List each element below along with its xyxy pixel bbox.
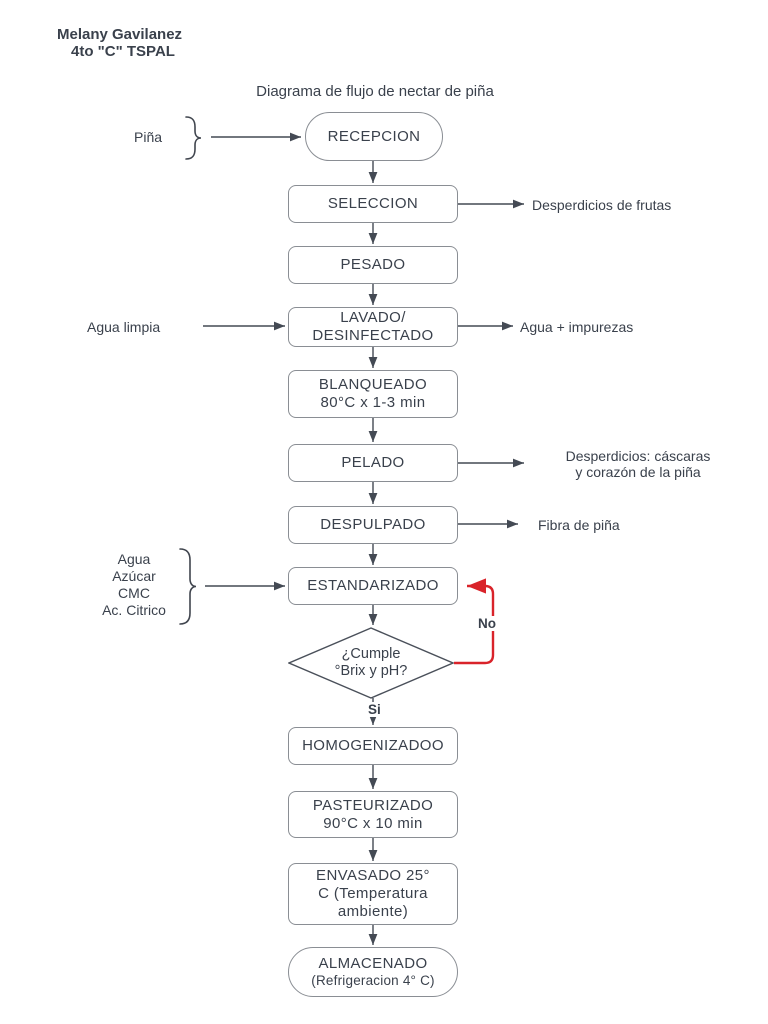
node-homogenizado-label: HOMOGENIZADOO <box>302 737 444 755</box>
input-pina-label: Piña <box>134 129 163 145</box>
output-agua-impurezas-label: Agua + impurezas <box>520 319 634 335</box>
node-recepcion-label: RECEPCION <box>327 127 421 145</box>
node-pesado: PESADO <box>288 246 458 284</box>
node-homogenizado: HOMOGENIZADOO <box>288 727 458 765</box>
node-blanqueado-line1: BLANQUEADO <box>318 376 428 394</box>
author-class: 4to "C" TSPAL <box>71 43 175 60</box>
node-despulpado: DESPULPADO <box>288 506 458 544</box>
node-lavado-desinfectado: LAVADO/ DESINFECTADO <box>288 307 458 347</box>
ingredient-cmc: CMC <box>118 585 150 601</box>
node-recepcion: RECEPCION <box>305 112 443 161</box>
node-blanqueado: BLANQUEADO 80°C x 1-3 min <box>288 370 458 418</box>
node-lavado-line2: DESINFECTADO <box>312 327 434 344</box>
node-estandarizado-label: ESTANDARIZADO <box>307 577 439 595</box>
node-envasado-line2: C (Temperatura <box>318 885 428 903</box>
node-almacenado-line1: ALMACENADO <box>318 955 428 973</box>
node-lavado-line1: LAVADO/ <box>340 309 406 327</box>
branch-si-label: Si <box>366 702 383 717</box>
input-agua-limpia-label: Agua limpia <box>87 319 161 335</box>
node-blanqueado-line2: 80°C x 1-3 min <box>320 394 426 411</box>
ingredient-azucar: Azúcar <box>112 568 156 584</box>
brace-pina <box>185 116 202 160</box>
author-name: Melany Gavilanez <box>57 26 183 43</box>
node-despulpado-label: DESPULPADO <box>320 516 426 534</box>
node-pelado-label: PELADO <box>341 454 405 472</box>
output-fibra-pina-label: Fibra de piña <box>538 517 620 533</box>
input-ingredients-list: Agua Azúcar CMC Ac. Citrico <box>75 551 193 619</box>
diagram-title: Diagrama de flujo de nectar de piña <box>256 83 494 100</box>
output-desperdicios-cascaras-label: Desperdicios: cáscaras y corazón de la p… <box>527 448 749 480</box>
node-envasado-line1: ENVASADO 25° <box>316 867 430 885</box>
decision-line1: ¿Cumple <box>341 645 401 662</box>
node-pasteurizado: PASTEURIZADO 90°C x 10 min <box>288 791 458 838</box>
node-decision-brix-ph: ¿Cumple °Brix y pH? <box>287 627 455 699</box>
node-pelado: PELADO <box>288 444 458 482</box>
output-desperdicios-frutas-label: Desperdicios de frutas <box>532 197 672 213</box>
node-almacenado-line2: (Refrigeracion 4° C) <box>311 972 435 988</box>
node-pasteurizado-line2: 90°C x 10 min <box>323 814 423 832</box>
node-envasado-line3: ambiente) <box>337 902 409 920</box>
ingredient-ac-citrico: Ac. Citrico <box>102 602 166 618</box>
node-almacenado: ALMACENADO (Refrigeracion 4° C) <box>288 947 458 997</box>
ingredient-agua: Agua <box>117 551 151 567</box>
node-estandarizado: ESTANDARIZADO <box>288 567 458 605</box>
node-envasado: ENVASADO 25° C (Temperatura ambiente) <box>288 863 458 925</box>
decision-diamond-shape <box>287 627 455 699</box>
node-pesado-label: PESADO <box>340 256 406 274</box>
output-cascaras-line1: Desperdicios: cáscaras <box>565 448 711 464</box>
node-seleccion: SELECCION <box>288 185 458 223</box>
output-cascaras-line2: y corazón de la piña <box>575 464 701 480</box>
decision-text: ¿Cumple °Brix y pH? <box>288 627 454 699</box>
node-pasteurizado-line1: PASTEURIZADO <box>312 796 434 814</box>
branch-no-label: No <box>476 616 498 631</box>
decision-line2: °Brix y pH? <box>334 663 408 679</box>
brace-ingredients <box>179 548 197 625</box>
node-seleccion-label: SELECCION <box>327 195 419 213</box>
